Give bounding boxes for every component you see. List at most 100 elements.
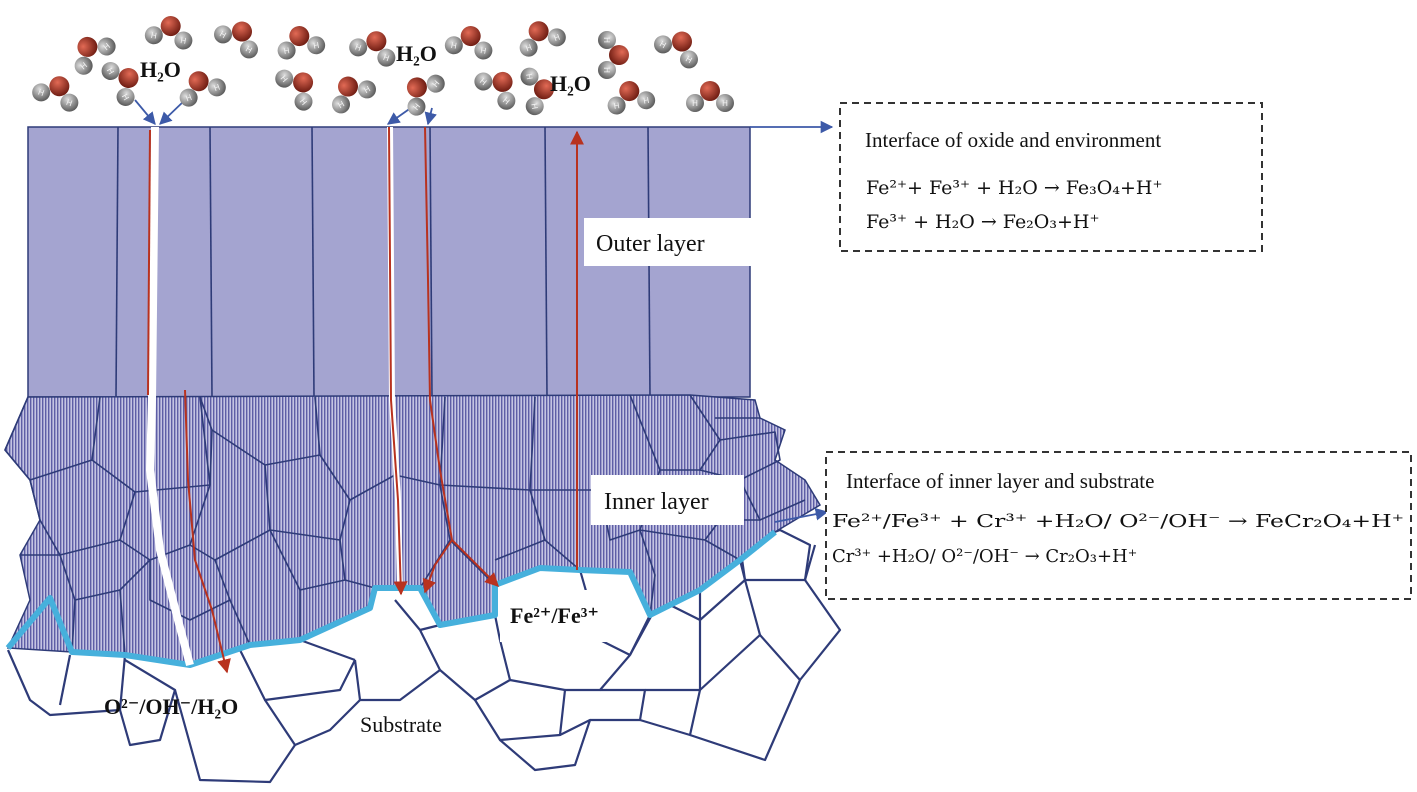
- oxygen-atom: [49, 76, 70, 97]
- hydrogen-atom-letter: H: [120, 92, 131, 102]
- interface-ion-label: Fe²⁺/Fe³⁺: [510, 603, 599, 628]
- hydrogen-atom: [407, 97, 426, 116]
- hydrogen-atom-letter: H: [480, 46, 487, 56]
- water-molecule: HH: [74, 36, 116, 75]
- hydrogen-atom: [277, 41, 296, 60]
- hydrogen-atom: [101, 62, 120, 81]
- oxygen-atom: [406, 77, 427, 98]
- hydrogen-atom-letter: H: [105, 66, 116, 76]
- hydrogen-atom-letter: H: [411, 102, 422, 112]
- red-arrow-left-inner: [184, 389, 231, 674]
- oxygen-atom: [619, 81, 640, 102]
- hydrogen-atom: [520, 67, 539, 86]
- hydrogen-atom: [547, 28, 566, 47]
- inner-layer-label: Inner layer: [604, 489, 709, 515]
- oxygen-atom: [160, 16, 181, 37]
- inner-layer-region: [4, 394, 822, 666]
- water-molecule: HH: [520, 67, 554, 116]
- red-arrow-mid-right: [424, 126, 499, 587]
- water-molecule: HH: [607, 81, 656, 115]
- hydrogen-atom-letter: H: [184, 93, 193, 104]
- hydrogen-atom-letter: H: [524, 73, 534, 80]
- hydrogen-atom-letter: H: [529, 103, 539, 110]
- hydrogen-atom-letter: H: [450, 41, 457, 51]
- hydrogen-atom-letter: H: [722, 99, 728, 108]
- hydrogen-atom: [214, 25, 233, 44]
- water-molecule: HH: [349, 31, 396, 67]
- water-molecule: HH: [444, 26, 493, 60]
- oxygen-atom: [232, 21, 252, 42]
- oxygen-atom: [460, 26, 481, 47]
- oxygen-atom: [533, 79, 554, 100]
- hydrogen-atom-letter: H: [643, 96, 650, 106]
- hydrogen-atom: [637, 91, 656, 110]
- hydrogen-atom-letter: H: [501, 96, 511, 107]
- hydrogen-atom: [474, 41, 493, 60]
- hydrogen-atom-letter: H: [336, 99, 346, 110]
- red-arrow-mid-left: [388, 126, 408, 596]
- hydrogen-atom: [307, 36, 326, 55]
- hydrogen-atom-letter: H: [218, 29, 228, 40]
- oxygen-atom: [77, 36, 98, 57]
- hydrogen-atom-letter: H: [298, 97, 309, 107]
- hydrogen-atom-letter: H: [382, 53, 391, 64]
- water-molecule: HH: [32, 76, 79, 112]
- hydrogen-atom-letter: H: [37, 88, 46, 99]
- hydrogen-atom-letter: H: [613, 101, 620, 111]
- callout-top-title: Interface of oxide and environment: [865, 128, 1161, 152]
- hydrogen-atom-letter: H: [65, 98, 74, 109]
- hydrogen-atom-letter: H: [79, 61, 89, 72]
- hydrogen-atom-letter: H: [150, 31, 157, 41]
- callout-bottom-pointer: [774, 507, 829, 523]
- hydrogen-atom: [97, 37, 116, 56]
- inner-layer-label-bg: [591, 475, 744, 525]
- red-arrow-branch: [422, 539, 453, 594]
- hydrogen-atom: [349, 38, 368, 57]
- callout-bottom-box: [825, 451, 1412, 600]
- water-molecule: HH: [406, 74, 445, 116]
- oxygen-atom: [528, 21, 549, 42]
- substrate-label: Substrate: [360, 712, 442, 737]
- oxygen-atom: [289, 26, 310, 47]
- bottom-ion-label: O²⁻/OH⁻/H₂O: [104, 694, 238, 719]
- hydrogen-atom: [174, 31, 193, 50]
- hydrogen-atom-letter: H: [692, 99, 698, 108]
- water-molecule: HH: [277, 26, 326, 60]
- hydrogen-atom: [679, 50, 698, 69]
- hydrogen-atom-letter: H: [354, 43, 363, 54]
- water-molecule: HH: [654, 31, 698, 69]
- blue-arrow-h2o1-b: [159, 99, 186, 125]
- hydrogen-atom: [116, 87, 135, 106]
- hydrogen-atom-letter: H: [244, 44, 254, 55]
- water-molecule: HH: [598, 31, 629, 79]
- oxygen-atom: [700, 81, 720, 101]
- water-molecule: HH: [101, 62, 139, 106]
- hydrogen-atom-letter: H: [431, 79, 442, 89]
- hydrogen-atom-letter: H: [478, 76, 488, 87]
- oxygen-atom: [293, 72, 314, 93]
- outer-layer-label: Outer layer: [596, 231, 705, 257]
- oxygen-atom: [338, 76, 358, 97]
- water-molecule: HH: [332, 76, 376, 114]
- hydrogen-atom-letter: H: [524, 43, 533, 54]
- water-molecule: HH: [179, 71, 226, 107]
- hydrogen-atom-letter: H: [213, 83, 222, 94]
- water-molecule: HH: [519, 21, 566, 57]
- hydrogen-atom: [519, 38, 538, 57]
- outer-layer-grain-boundaries: [115, 126, 651, 398]
- hydrogen-atom: [332, 95, 351, 114]
- oxygen-atom: [366, 31, 387, 52]
- callout-bottom-eq1: Fe²⁺/Fe³⁺ + Cr³⁺ +H₂O/ O²⁻/OH⁻ → FeCr₂O₄…: [832, 511, 1404, 532]
- hydrogen-atom: [716, 94, 734, 112]
- water-molecule: HH: [474, 71, 516, 110]
- oxygen-atom: [188, 71, 209, 92]
- hydrogen-atom: [598, 31, 616, 49]
- blue-pointer-arrows: [134, 99, 834, 523]
- hydrogen-atom-letter: H: [553, 33, 562, 44]
- hydrogen-atom: [607, 96, 626, 115]
- hydrogen-atom-letter: H: [102, 41, 112, 52]
- callout-top-box: [839, 102, 1263, 252]
- hydrogen-atom-letter: H: [602, 37, 611, 43]
